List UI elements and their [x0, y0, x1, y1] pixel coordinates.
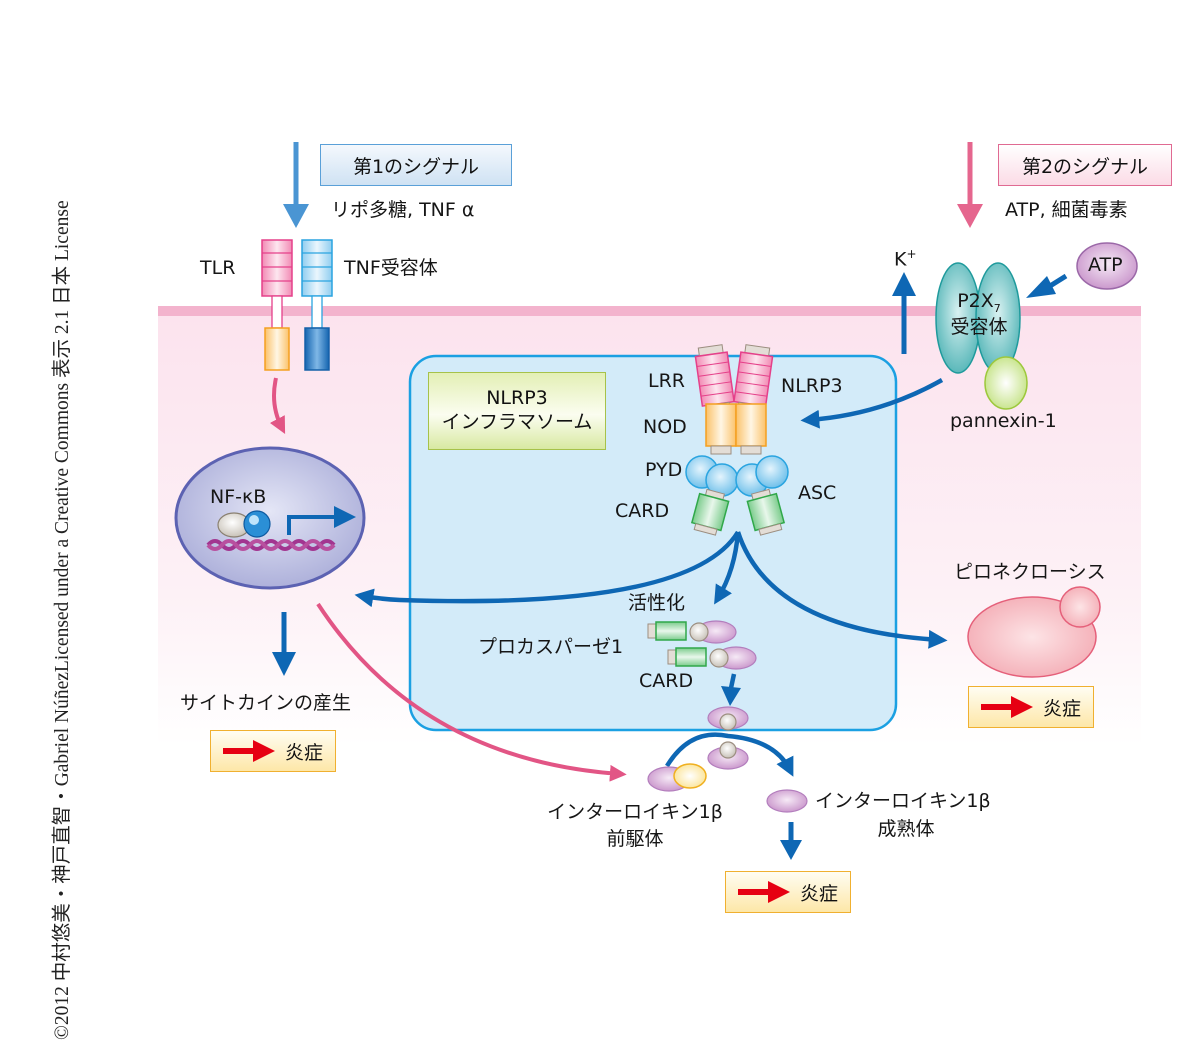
inflammation-label: 炎症	[284, 741, 323, 764]
inflammation-box-pyroptosis: 炎症	[968, 686, 1094, 728]
lrr-label: LRR	[648, 370, 685, 392]
asc-card-domain	[690, 488, 786, 536]
signal2-arrowhead	[957, 204, 983, 228]
nfkb-label: NF-κB	[210, 486, 267, 508]
pyd-label: PYD	[645, 459, 683, 481]
asc-label: ASC	[798, 482, 837, 504]
inflammasome-to-pyroptosis-arrow	[735, 531, 948, 649]
cytokine-production-label: サイトカインの産生	[180, 692, 352, 714]
p2x7-to-nlrp3-arrow	[800, 378, 944, 429]
il1b-mature-label-line2: 成熟体	[877, 818, 935, 840]
signal1-ligands: リポ多糖, TNF α	[331, 199, 475, 221]
red-arrow-icon	[737, 881, 790, 903]
pannexin-label: pannexin-1	[950, 410, 1057, 432]
lrr-domain	[694, 344, 774, 414]
nucleus	[174, 446, 366, 590]
il1b-mature-label: インターロイキン1β	[815, 790, 991, 812]
red-arrow-icon	[222, 740, 275, 762]
atp-label: ATP	[1088, 254, 1123, 276]
signal2-title: 第2のシグナル	[1021, 155, 1149, 178]
tnf-receptor	[301, 239, 333, 371]
p2x7-label-line2: 受容体	[950, 316, 1008, 338]
p2x7-label: P2X7	[957, 290, 1001, 315]
copyright-notice: ©2012 中村悠美・神戸直智・Gabriel NúñezLicensed un…	[52, 200, 73, 1040]
signal2-title-box: 第2のシグナル	[998, 144, 1172, 186]
inflammation-label: 炎症	[1042, 697, 1081, 720]
pyd-domain	[685, 455, 789, 497]
il1b-precursor-label: インターロイキン1β	[547, 801, 723, 823]
procaspase-card-label: CARD	[639, 670, 694, 692]
active-caspase-1	[707, 706, 749, 770]
procaspase-label: プロカスパーゼ1	[478, 636, 624, 658]
p2x7-receptor	[935, 262, 1021, 374]
nlrp3-label: NLRP3	[781, 375, 843, 397]
transcription-arrow	[287, 515, 336, 535]
inflammasome-to-nucleus-arrow	[354, 530, 740, 608]
red-arrow-icon	[980, 696, 1033, 718]
pyroptosis-cell	[967, 586, 1101, 678]
inflammasome-to-activation-arrow	[714, 531, 741, 605]
inflammation-box-il1b: 炎症	[725, 871, 851, 913]
atp-molecule	[1076, 242, 1138, 290]
inflammasome-title-line2: インフラマソーム	[441, 411, 593, 433]
il1b-mature	[766, 789, 808, 813]
signal1-title: 第1のシグナル	[352, 155, 480, 178]
inflammasome-title-box: NLRP3 インフラマソーム	[428, 372, 606, 450]
tlr-to-nucleus-arrow	[269, 377, 286, 434]
nucleus-to-il1b-arrow	[316, 602, 627, 782]
inflammation-label: 炎症	[799, 882, 838, 905]
il1b-precursor	[647, 763, 707, 792]
signal1-arrowhead	[283, 204, 309, 228]
k-ion-label: K+	[894, 247, 917, 271]
pannexin-1	[984, 356, 1028, 410]
signal1-title-box: 第1のシグナル	[320, 144, 512, 186]
tnf-receptor-label: TNF受容体	[344, 257, 438, 279]
procaspase-1	[647, 620, 757, 670]
nod-label: NOD	[643, 416, 687, 438]
inflammasome-title-line1: NLRP3	[486, 387, 548, 410]
tlr-receptor	[261, 239, 293, 371]
card-label: CARD	[615, 500, 670, 522]
atp-to-p2x7-arrow	[1048, 273, 1068, 289]
signal2-ligands: ATP, 細菌毒素	[1005, 199, 1128, 221]
il1b-processing-arrow	[665, 732, 794, 777]
activation-label: 活性化	[628, 592, 686, 614]
nod-domain	[705, 403, 767, 455]
pyroptosis-label: ピロネクローシス	[954, 561, 1106, 583]
il1b-precursor-label-line2: 前駆体	[606, 828, 664, 850]
inflammation-box-cytokine: 炎症	[210, 730, 336, 772]
tlr-label: TLR	[200, 257, 236, 279]
dna-helix	[206, 539, 336, 551]
cell-membrane	[158, 306, 1141, 316]
caspase-cleavage-arrow	[728, 673, 737, 689]
